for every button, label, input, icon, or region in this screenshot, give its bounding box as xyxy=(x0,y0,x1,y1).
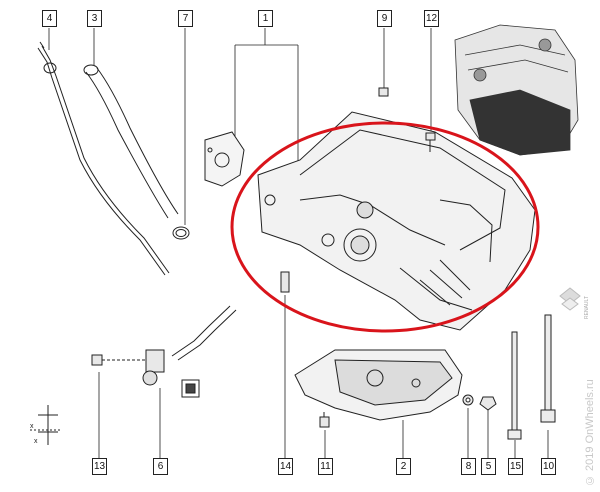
leader-lines xyxy=(48,28,549,458)
callout-6: 6 xyxy=(153,458,168,475)
dipstick-guide-tube xyxy=(83,64,190,240)
svg-text:x: x xyxy=(30,423,34,430)
torque-symbol: x x xyxy=(30,405,62,445)
callout-5: 5 xyxy=(481,458,496,475)
callout-15: 15 xyxy=(508,458,523,475)
highlight-ellipse xyxy=(230,121,540,333)
long-bolts xyxy=(507,314,556,440)
callout-4: 4 xyxy=(42,10,57,27)
oil-sump xyxy=(294,349,463,421)
callout-7: 7 xyxy=(178,10,193,27)
bolts-top xyxy=(378,87,436,152)
dipstick xyxy=(37,41,170,276)
engine-thumbnail xyxy=(454,24,579,156)
watermark: © 2019 OnWheels.ru xyxy=(584,379,596,486)
lower-crankcase xyxy=(257,111,536,331)
small-fasteners xyxy=(280,271,497,428)
callout-1: 1 xyxy=(258,10,273,27)
callout-14: 14 xyxy=(278,458,293,475)
brand-logo xyxy=(559,287,581,311)
callout-11: 11 xyxy=(318,458,333,475)
callout-10: 10 xyxy=(541,458,556,475)
callout-8: 8 xyxy=(461,458,476,475)
callout-3: 3 xyxy=(87,10,102,27)
callout-13: 13 xyxy=(92,458,107,475)
callout-12: 12 xyxy=(424,10,439,27)
oil-pump-cover xyxy=(204,131,245,187)
callout-9: 9 xyxy=(377,10,392,27)
svg-text:x: x xyxy=(34,438,38,445)
oil-pickup-pipe xyxy=(91,305,237,398)
callout-2: 2 xyxy=(396,458,411,475)
